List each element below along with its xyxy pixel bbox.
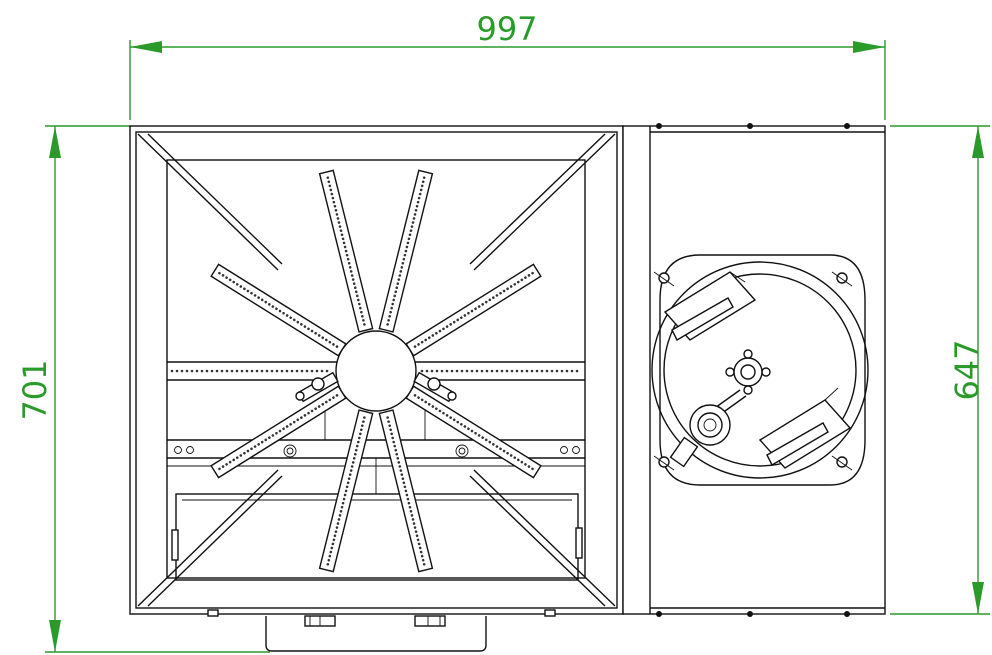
dimension-overall-width-label: 997 bbox=[476, 10, 537, 48]
cylinder-valve bbox=[669, 349, 771, 468]
gas-cylinder bbox=[651, 254, 869, 486]
clamp-bolts bbox=[653, 271, 853, 471]
nozzle-right bbox=[413, 371, 457, 403]
dimension-tank-height: 647 bbox=[890, 125, 990, 615]
dimension-overall-width: 997 bbox=[129, 10, 886, 120]
dimension-tank-height-label: 647 bbox=[948, 339, 986, 400]
spray-arm bbox=[318, 409, 374, 573]
spray-arms bbox=[210, 169, 542, 573]
drain-box bbox=[265, 615, 487, 652]
cylinder-handle-top bbox=[663, 271, 757, 341]
spray-arm bbox=[378, 169, 434, 333]
cylinder-handle-bottom bbox=[758, 387, 852, 469]
dimension-overall-height-label: 701 bbox=[16, 359, 54, 420]
spray-arm bbox=[318, 169, 374, 333]
spray-arm bbox=[378, 409, 434, 573]
spray-arm bbox=[210, 263, 347, 357]
center-hub bbox=[335, 330, 417, 412]
nozzle-left bbox=[295, 371, 339, 403]
rail-perforations bbox=[170, 369, 579, 373]
dimension-overall-height: 701 bbox=[16, 125, 270, 653]
